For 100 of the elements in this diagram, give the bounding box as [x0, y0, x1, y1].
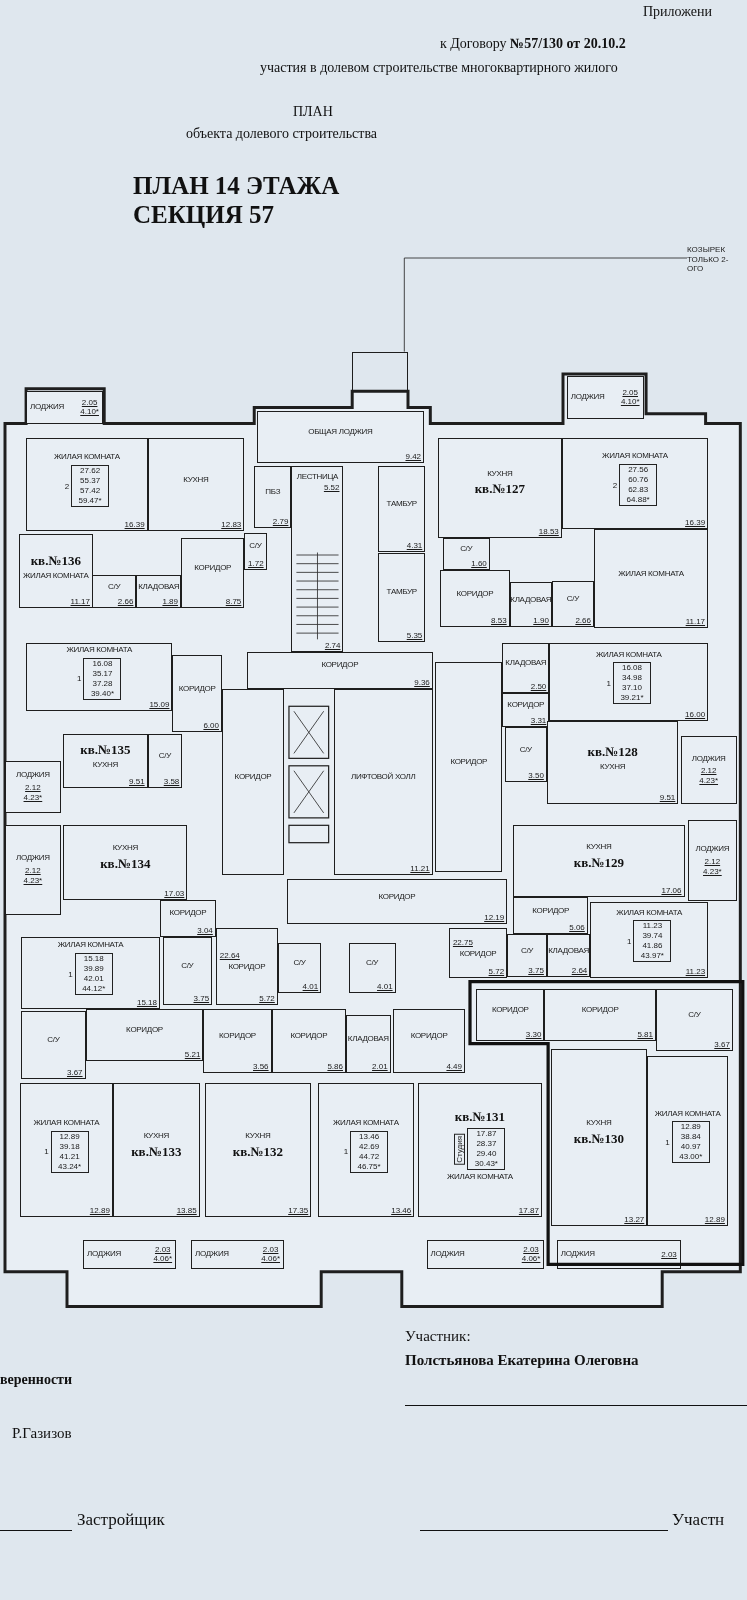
room-name: КУХНЯ — [92, 761, 119, 771]
area-value: 8.53 — [491, 616, 507, 625]
area-value: 1.89 — [162, 598, 178, 607]
area-value: 5.52 — [323, 484, 340, 493]
room — [551, 581, 594, 627]
room-name: С/У — [365, 959, 379, 968]
area-value: 13.46 — [391, 1207, 412, 1216]
room — [244, 532, 267, 570]
room — [546, 721, 679, 805]
area-value: 4.23* — [703, 866, 722, 877]
area-value: 3.31 — [530, 717, 547, 726]
area-value: 2.03 — [261, 1244, 280, 1255]
area-value: 5.35 — [406, 631, 423, 640]
area-table: 11.23 39.74 41.86 43.97* — [633, 920, 672, 963]
room-name: ЛОДЖИЯ — [30, 403, 64, 412]
apartment-number: кв.№129 — [573, 854, 625, 871]
plan-title: ПЛАН 14 ЭТАЖА СЕКЦИЯ 57 — [133, 172, 341, 230]
room — [160, 899, 216, 937]
area-value: 4.49 — [446, 1063, 462, 1072]
room-name: КОРИДОР — [532, 906, 569, 916]
room — [378, 465, 426, 553]
room — [256, 411, 425, 464]
area-value: 2.05 — [621, 387, 639, 398]
room — [222, 688, 284, 875]
area-value: 13.85 — [176, 1207, 197, 1216]
area-value: 2.12 — [24, 783, 42, 793]
apartment-number: кв.№128 — [587, 744, 638, 761]
room-name: КЛАДОВАЯ — [510, 595, 552, 605]
room — [21, 936, 160, 1009]
room — [147, 733, 183, 789]
room-name: ЖИЛАЯ КОМНАТА — [447, 1173, 513, 1183]
room-name: КУХНЯ — [600, 763, 626, 773]
room-count: 1 — [77, 674, 82, 683]
room-name: С/У — [158, 751, 172, 761]
area-value: 2.03 — [661, 1249, 677, 1260]
room-name: ЖИЛАЯ КОМНАТА — [54, 453, 120, 463]
room-name: ЖИЛАЯ КОМНАТА — [616, 908, 683, 918]
area-value: 1.72 — [248, 559, 264, 568]
room-type: Студия — [454, 1133, 466, 1165]
room — [291, 465, 344, 652]
area-value: 5.86 — [327, 1063, 343, 1072]
area-value: 11.17 — [685, 618, 706, 627]
room — [546, 934, 591, 977]
area-value: 2.12 — [699, 766, 718, 776]
room — [435, 661, 503, 873]
area-value: 4.01 — [377, 982, 393, 991]
room-name: ЛОДЖИЯ — [695, 845, 730, 854]
loggia — [5, 825, 61, 915]
area-value: 9.42 — [405, 453, 422, 462]
area-value: 1.90 — [533, 616, 549, 625]
room — [442, 537, 490, 570]
area-value: 4.10* — [620, 397, 640, 408]
area-table: 27.56 60.76 62.83 64.88* — [619, 464, 658, 507]
area-value: 15.09 — [149, 701, 170, 710]
area-value: 3.58 — [163, 778, 180, 787]
room-name: КЛАДОВАЯ — [548, 946, 590, 956]
area-value: 17.35 — [288, 1207, 309, 1216]
room-name: КОРИДОР — [507, 701, 545, 710]
area-value: 22.64 — [219, 952, 240, 961]
area-value: 6.00 — [203, 722, 219, 731]
room-name: С/У — [519, 745, 532, 755]
area-value: 3.75 — [528, 966, 544, 975]
area-value: 2.74 — [324, 641, 341, 650]
area-value: 3.75 — [193, 995, 210, 1004]
room-name: С/У — [293, 959, 306, 968]
area-value: 2.64 — [571, 966, 588, 975]
room — [271, 1008, 346, 1074]
room-name: ЖИЛАЯ КОМНАТА — [654, 1109, 721, 1119]
room — [204, 1083, 312, 1218]
room — [317, 1083, 415, 1218]
room — [656, 989, 733, 1051]
area-table: 16.08 34.98 37.10 39.21* — [612, 662, 651, 705]
room-name: ЛОДЖИЯ — [430, 1249, 465, 1259]
area-table: 12.89 39.18 41.21 43.24* — [50, 1130, 89, 1173]
room — [254, 465, 292, 528]
loggia — [191, 1239, 284, 1270]
room-name: КЛАДОВАЯ — [347, 1035, 389, 1045]
area-value: 4.06* — [261, 1254, 280, 1264]
room — [346, 1015, 391, 1074]
area-value: 2.50 — [530, 682, 547, 691]
room — [286, 878, 508, 925]
room-name: ЛИФТОВОЙ ХОЛЛ — [350, 773, 416, 782]
room-name: КОРИДОР — [450, 758, 488, 767]
room-name: КУХНЯ — [143, 1131, 169, 1141]
area-value: 4.23* — [23, 875, 43, 886]
area-value: 2.01 — [372, 1063, 388, 1072]
area-value: 11.23 — [685, 967, 706, 976]
room-name: КОРИДОР — [378, 892, 416, 902]
area-value: 15.18 — [136, 998, 157, 1007]
area-value: 11.17 — [70, 598, 90, 607]
apartment-number: кв.№133 — [131, 1143, 182, 1160]
area-value: 2.12 — [24, 866, 42, 876]
room-name: КОРИДОР — [321, 661, 359, 671]
room — [502, 643, 550, 693]
room-name: КУХНЯ — [586, 842, 612, 852]
area-value: 16.39 — [685, 518, 706, 527]
room-name: ЖИЛАЯ КОМНАТА — [66, 645, 133, 655]
room — [26, 643, 173, 712]
apartment-number: кв.№132 — [232, 1143, 284, 1160]
room — [63, 825, 188, 900]
